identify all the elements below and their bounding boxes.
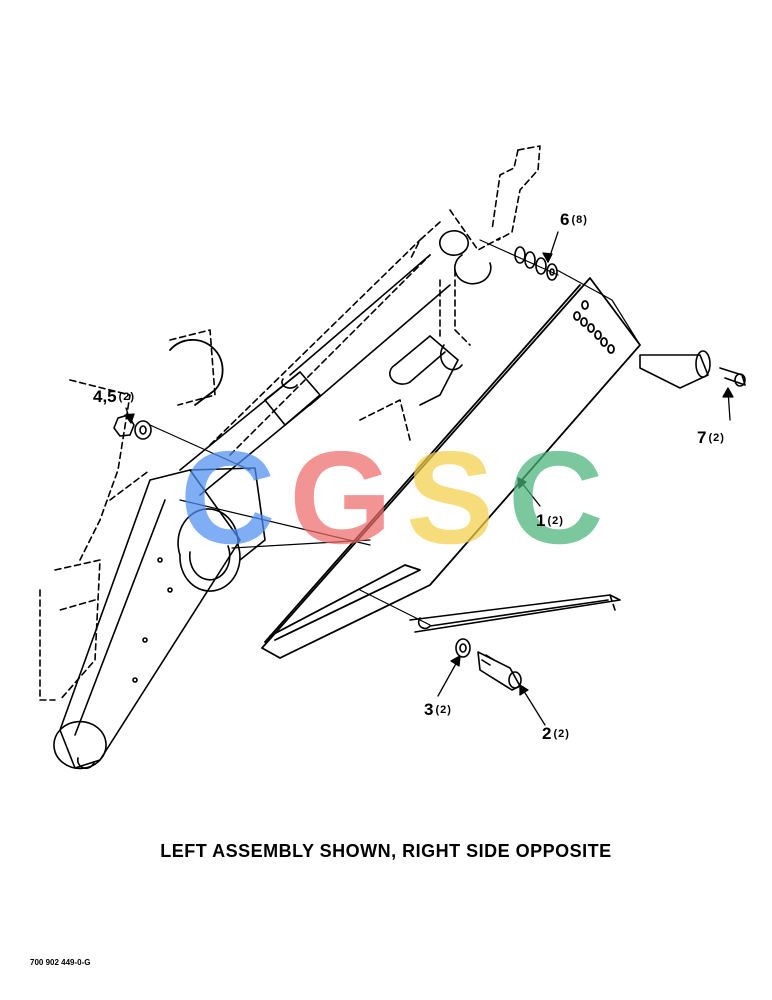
callout-number: 6 <box>560 210 570 229</box>
part-7-bolt <box>639 350 746 389</box>
alignment-lines <box>149 239 641 626</box>
leader-arrows <box>124 231 734 726</box>
callout-number: 1 <box>536 511 546 530</box>
callout-number: 3 <box>424 700 434 719</box>
lift-lever <box>409 145 541 261</box>
watermark-letter: C <box>180 424 290 571</box>
callout-quantity: (2) <box>435 704 452 716</box>
part-2-bolt <box>477 651 522 691</box>
lever-pivot <box>439 230 469 256</box>
callout-6: 6(8) <box>560 210 588 230</box>
callout-number: 2 <box>542 724 552 743</box>
callout-number: 4,5 <box>93 387 117 406</box>
callout-quantity: (8) <box>571 214 588 226</box>
callout-7: 7(2) <box>697 428 725 448</box>
callout-number: 7 <box>697 428 707 447</box>
cgsc-watermark: CGSC <box>180 432 617 564</box>
callout-quantity: (2) <box>553 728 570 740</box>
frame-dashed <box>39 329 216 701</box>
part-3-washer <box>455 638 471 658</box>
figure-caption: LEFT ASSEMBLY SHOWN, RIGHT SIDE OPPOSITE <box>160 841 612 861</box>
hydraulic-cylinder <box>179 254 463 496</box>
watermark-letter: C <box>508 424 618 571</box>
side-arm <box>53 467 266 770</box>
callout-quantity: (2) <box>708 432 725 444</box>
part-6-washers <box>514 246 558 281</box>
lower-slotted-bar <box>409 594 621 633</box>
upper-link-dashed <box>209 239 471 456</box>
watermark-letter: S <box>406 424 509 571</box>
part-1-support-plate <box>261 277 641 659</box>
callout-1: 1(2) <box>536 511 564 531</box>
callout-quantity: (2) <box>118 391 136 403</box>
figure-reference-number: 700 902 449-0-G <box>30 958 91 967</box>
callout-quantity: (2) <box>547 515 564 527</box>
callout-3: 3(2) <box>424 700 452 720</box>
callout-2: 2(2) <box>542 724 570 744</box>
callout-4-5: 4,5(2) <box>93 387 135 407</box>
watermark-letter: G <box>289 424 407 571</box>
